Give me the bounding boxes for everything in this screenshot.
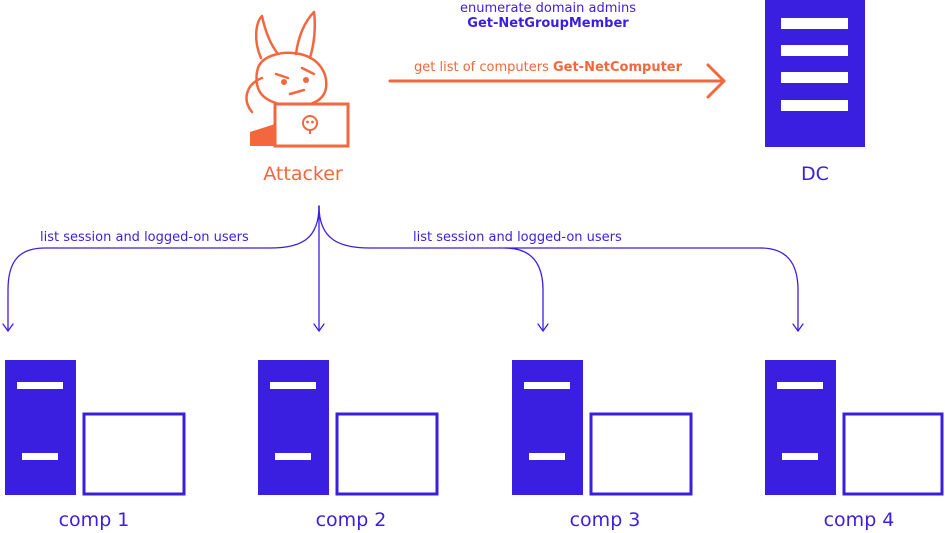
comp-3-label: comp 3	[569, 509, 641, 531]
comp-4-label: comp 4	[823, 509, 895, 531]
comp-3-icon	[512, 360, 693, 496]
comp-2-icon	[258, 360, 439, 496]
list-sessions-label-right: list session and logged-on users	[413, 230, 622, 245]
get-computers-text: get list of computers	[414, 60, 549, 75]
get-computers-label: get list of computers Get-NetComputer	[414, 61, 682, 74]
comp-1-label: comp 1	[58, 509, 130, 531]
dc-server-icon	[765, 0, 865, 147]
get-netcomputer-command: Get-NetComputer	[552, 60, 683, 75]
enumerate-admins-label: enumerate domain admins	[459, 1, 637, 16]
dc-label: DC	[801, 163, 829, 185]
attacker-to-dc-arrow	[388, 63, 726, 99]
list-sessions-label-left: list session and logged-on users	[40, 230, 249, 245]
session-connectors	[2, 205, 804, 333]
hacker-cat-laptop-icon	[245, 10, 328, 114]
get-netgroupmember-command: Get-NetGroupMember	[467, 16, 629, 31]
comp-1-icon	[5, 360, 186, 496]
comp-4-icon	[765, 360, 944, 496]
laptop-skull-icon	[250, 102, 350, 148]
attacker-label: Attacker	[263, 163, 343, 185]
comp-2-label: comp 2	[315, 509, 387, 531]
